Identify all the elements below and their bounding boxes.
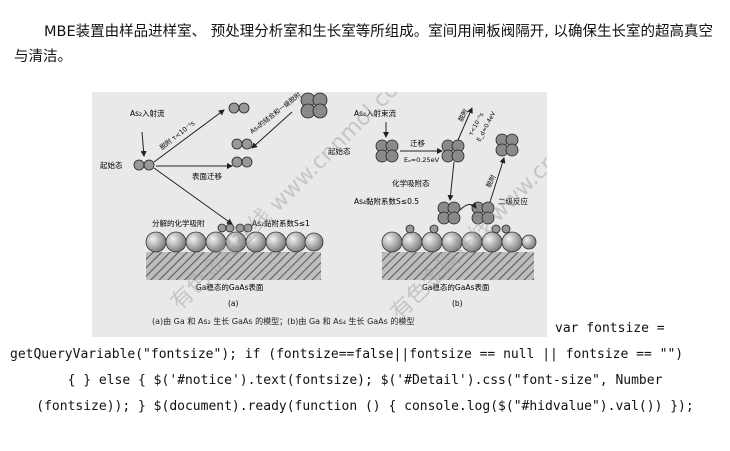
as4-desorbed-b — [495, 133, 519, 157]
label-b-migrate: 迁移 — [410, 138, 425, 148]
label-b-incident: As₄入射束流 — [354, 108, 397, 118]
intro-paragraph: MBE装置由样品进样室、 预处理分析室和生长室等所组成。室间用闸板阀隔开, 以确… — [14, 24, 713, 65]
label-a-incident: As₂入射流 — [130, 108, 165, 118]
label-b-desorb: 脱附 — [456, 107, 470, 123]
code-line-3: { } else { $('#notice').text(fontsize); … — [67, 373, 663, 388]
substrate-a — [146, 252, 321, 280]
code-line-4: (fontsize)); } $(document).ready(functio… — [36, 399, 694, 414]
code-line-2: getQueryVariable("fontsize"); if (fontsi… — [10, 347, 684, 362]
as4-migrated-b — [441, 139, 465, 163]
substrate-b — [382, 252, 534, 280]
label-a-migration: 表面迁移 — [192, 171, 222, 181]
as4-chem-b — [437, 201, 495, 225]
surface-atoms-a — [145, 231, 324, 253]
panel-b: As₄入射束流 起始态 迁移 Eₐ≈0.25eV 脱附 τ<10⁻⁵s E_d≈… — [328, 107, 537, 308]
label-a-start: 起始态 — [100, 160, 123, 170]
label-a-sticking: As₂黏附系数S≤1 — [252, 218, 310, 228]
label-b: (b) — [452, 299, 463, 308]
label-a-surface: Ga稳态的GaAs表面 — [196, 282, 264, 292]
label-a-dissociate: 分解的化学吸附 — [152, 218, 205, 228]
figure-svg: As₂入射流 起始态 脱附 τ<10⁻⁵s As₄的结合和一级脱附 表面迁移 分… — [100, 92, 547, 326]
label-a-combine: As₄的结合和一级脱附 — [248, 92, 303, 136]
label-b-desorb2: 脱附 — [484, 173, 498, 189]
label-b-second: 二级反应 — [498, 196, 528, 206]
surface-atoms-b — [381, 231, 537, 253]
label-b-chem: 化学吸附态 — [392, 178, 430, 188]
label-b-start: 起始态 — [328, 146, 351, 156]
as4-cluster-a — [300, 92, 328, 119]
code-line-1: var fontsize = — [555, 321, 665, 336]
label-b-ea: Eₐ≈0.25eV — [404, 156, 440, 164]
mbe-growth-figure: As₂入射流 起始态 脱附 τ<10⁻⁵s As₄的结合和一级脱附 表面迁移 分… — [92, 92, 547, 337]
label-b-surface: Ga稳态的GaAs表面 — [422, 282, 490, 292]
as4-start-b — [375, 139, 399, 163]
label-a: (a) — [228, 299, 239, 308]
label-b-sticking: As₄黏附系数S≤0.5 — [354, 196, 419, 206]
figure-caption: (a)由 Ga 和 As₂ 生长 GaAs 的模型；(b)由 Ga 和 As₄ … — [152, 316, 414, 326]
